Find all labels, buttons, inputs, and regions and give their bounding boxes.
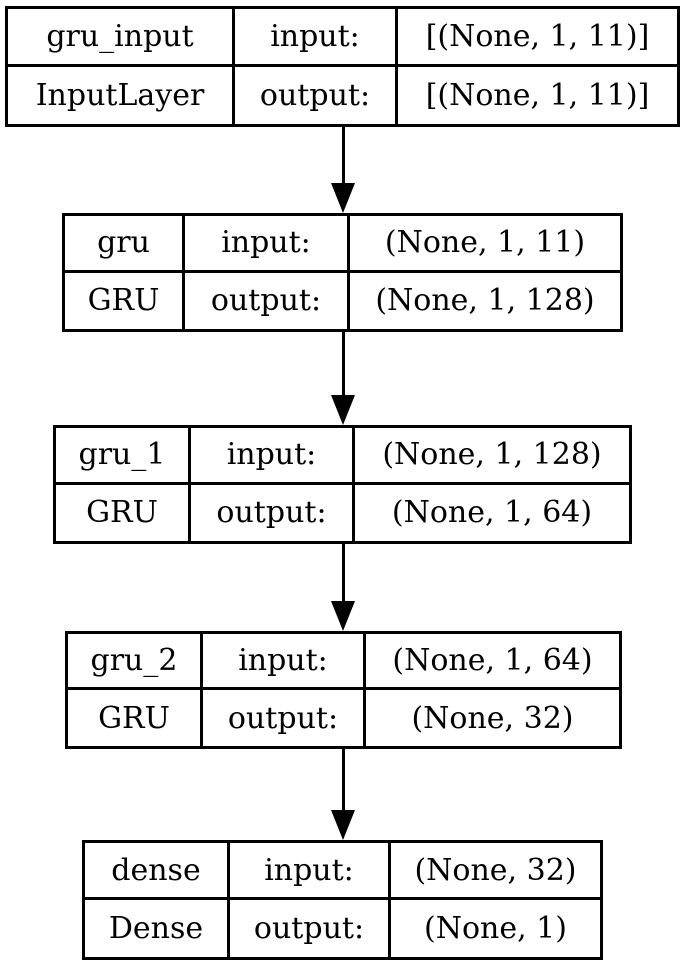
output-label-cell: output: [191,484,355,541]
output-shape-cell: (None, 1, 64) [391,495,593,531]
output-label-cell: output: [235,66,398,124]
arrow-connector [331,127,355,213]
output-shape-cell: (None, 1) [424,911,567,946]
arrowhead-icon [331,183,355,213]
input-label-cell: input: [191,428,355,485]
arrow-shaft [341,127,345,183]
layer-node-gru-2: gru_2 input: (None, 1, 64) GRU output: (… [65,631,622,749]
layer-name-cell: gru_2 [68,634,203,690]
layer-type-cell: InputLayer [8,66,235,124]
input-label-cell: input: [230,843,391,900]
arrow-connector [331,544,355,631]
layer-type-cell: GRU [68,690,203,746]
arrowhead-icon [331,395,355,425]
layer-name-cell: gru [65,216,185,273]
output-shape-cell: [(None, 1, 11)] [425,77,650,113]
output-shape-cell: (None, 32) [411,700,574,736]
arrowhead-icon [331,601,355,631]
layer-node-gru-1: gru_1 input: (None, 1, 128) GRU output: … [53,425,632,544]
input-label-cell: input: [203,634,366,690]
layer-type-cell: Dense [85,900,230,957]
input-shape-cell: (None, 32) [391,843,600,900]
arrow-connector [331,332,355,425]
layer-node-gru-input: gru_input input: [(None, 1, 11)] InputLa… [5,6,680,127]
input-label-cell: input: [185,216,350,273]
input-shape-cell: [(None, 1, 11)] [398,9,677,67]
arrow-shaft [341,544,345,601]
layer-node-dense: dense input: (None, 32) Dense output: (N… [82,840,603,960]
output-label-cell: output: [185,272,350,329]
input-shape-cell: (None, 1, 64) [366,634,619,690]
input-shape-cell: (None, 1, 11) [350,216,620,273]
layer-name-cell: gru_input [8,9,235,67]
layer-name-cell: gru_1 [56,428,191,485]
layer-type-cell: GRU [56,484,191,541]
output-label-cell: output: [230,900,391,957]
arrow-connector [331,749,355,840]
layer-node-gru: gru input: (None, 1, 11) GRU output: (No… [62,213,623,332]
layer-name-cell: dense [85,843,230,900]
input-label-cell: input: [235,9,398,67]
arrow-shaft [341,332,345,395]
layer-type-cell: GRU [65,272,185,329]
arrow-shaft [341,749,345,810]
output-label-cell: output: [203,690,366,746]
input-shape-cell: (None, 1, 128) [355,428,629,485]
arrowhead-icon [331,810,355,840]
output-shape-cell: (None, 1, 128) [375,283,595,319]
